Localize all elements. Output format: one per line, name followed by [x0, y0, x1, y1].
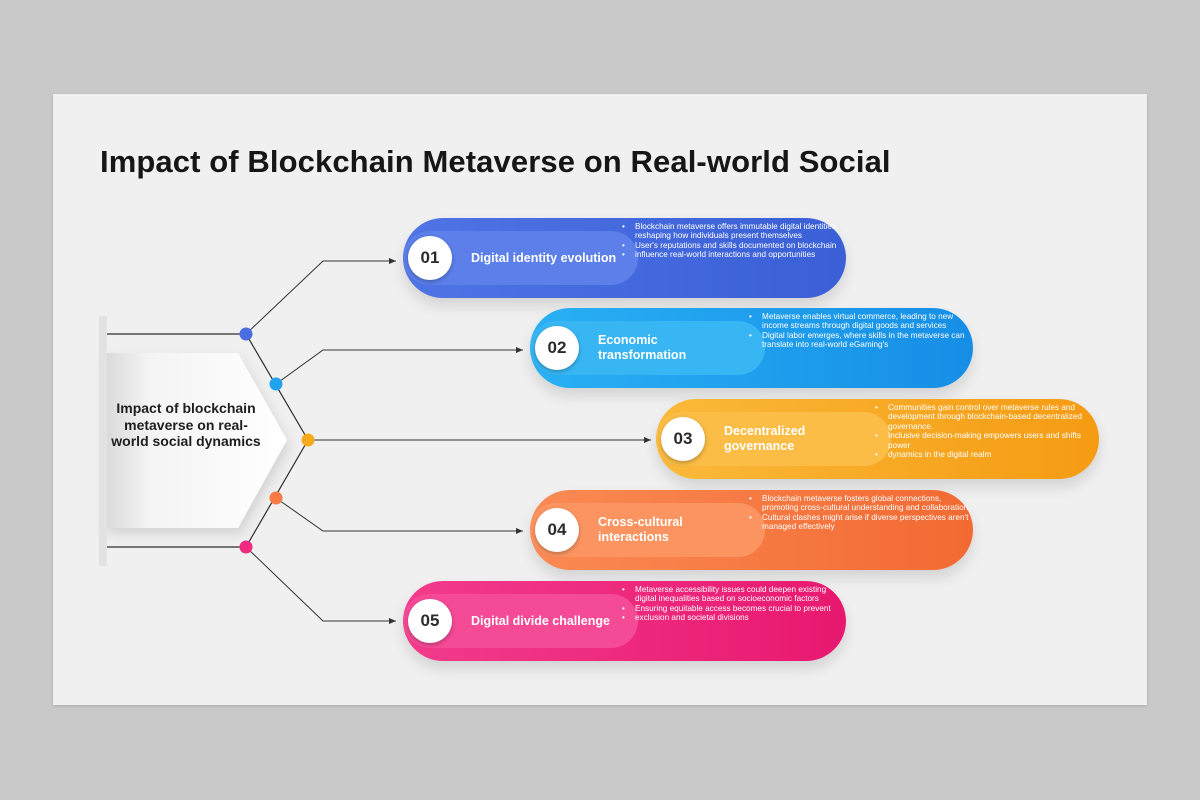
bullet: dynamics in the digital realm [875, 450, 1102, 460]
bullet: Metaverse accessibility issues could dee… [622, 585, 849, 604]
hub-label: Impact of blockchain metaverse on real-w… [111, 400, 261, 449]
item-card-2: 02 Economic transformation Metaverse ena… [530, 308, 973, 388]
node-dot-5 [239, 540, 253, 554]
node-dot-1 [239, 327, 253, 341]
item-label: Digital divide challenge [471, 613, 610, 628]
item-bullets: Blockchain metaverse fosters global conn… [748, 494, 976, 532]
item-label: Cross-cultural interactions [598, 515, 683, 544]
connector-2 [275, 347, 523, 385]
item-bullets: Blockchain metaverse offers immutable di… [621, 222, 849, 260]
bullet: Blockchain metaverse fosters global conn… [749, 494, 976, 513]
item-bullets: Metaverse enables virtual commerce, lead… [748, 312, 976, 350]
hub-edge [99, 316, 107, 566]
bullet: Inclusive decision-making empowers users… [875, 431, 1102, 450]
slide: Impact of Blockchain Metaverse on Real-w… [53, 94, 1147, 705]
item-number: 03 [661, 417, 705, 461]
connector-4 [275, 497, 523, 534]
bullet: User's reputations and skills documented… [622, 241, 849, 251]
item-card-3: 03 Decentralized governance Communities … [656, 399, 1099, 479]
item-card-4: 04 Cross-cultural interactions Blockchai… [530, 490, 973, 570]
bullet: Ensuring equitable access becomes crucia… [622, 604, 849, 614]
item-bullets: Communities gain control over metaverse … [874, 403, 1102, 460]
connector-diagram [99, 258, 651, 624]
node-dot-4 [269, 491, 283, 505]
item-number: 01 [408, 236, 452, 280]
item-label: Economic transformation [598, 333, 687, 362]
item-card-1: 01 Digital identity evolution Blockchain… [403, 218, 846, 298]
item-bullets: Metaverse accessibility issues could dee… [621, 585, 849, 623]
item-card-5: 05 Digital divide challenge Metaverse ac… [403, 581, 846, 661]
item-label: Digital identity evolution [471, 250, 617, 265]
node-dot-2 [269, 377, 283, 391]
bullet: Blockchain metaverse offers immutable di… [622, 222, 849, 241]
item-number: 04 [535, 508, 579, 552]
bullet: exclusion and societal divisions [622, 613, 849, 623]
bullet: Communities gain control over metaverse … [875, 403, 1102, 431]
bullet: Metaverse enables virtual commerce, lead… [749, 312, 976, 331]
item-label: Decentralized governance [724, 424, 806, 453]
bullet: influence real-world interactions and op… [622, 250, 849, 260]
item-number: 05 [408, 599, 452, 643]
connector-1 [245, 258, 396, 335]
slide-title: Impact of Blockchain Metaverse on Real-w… [100, 144, 891, 179]
bullet: Cultural clashes might arise if diverse … [749, 513, 976, 532]
item-number: 02 [535, 326, 579, 370]
hub-hexagon [103, 353, 287, 528]
connector-5 [245, 546, 396, 624]
bullet: Digital labor emerges, where skills in t… [749, 331, 976, 350]
node-dot-3 [301, 433, 315, 447]
